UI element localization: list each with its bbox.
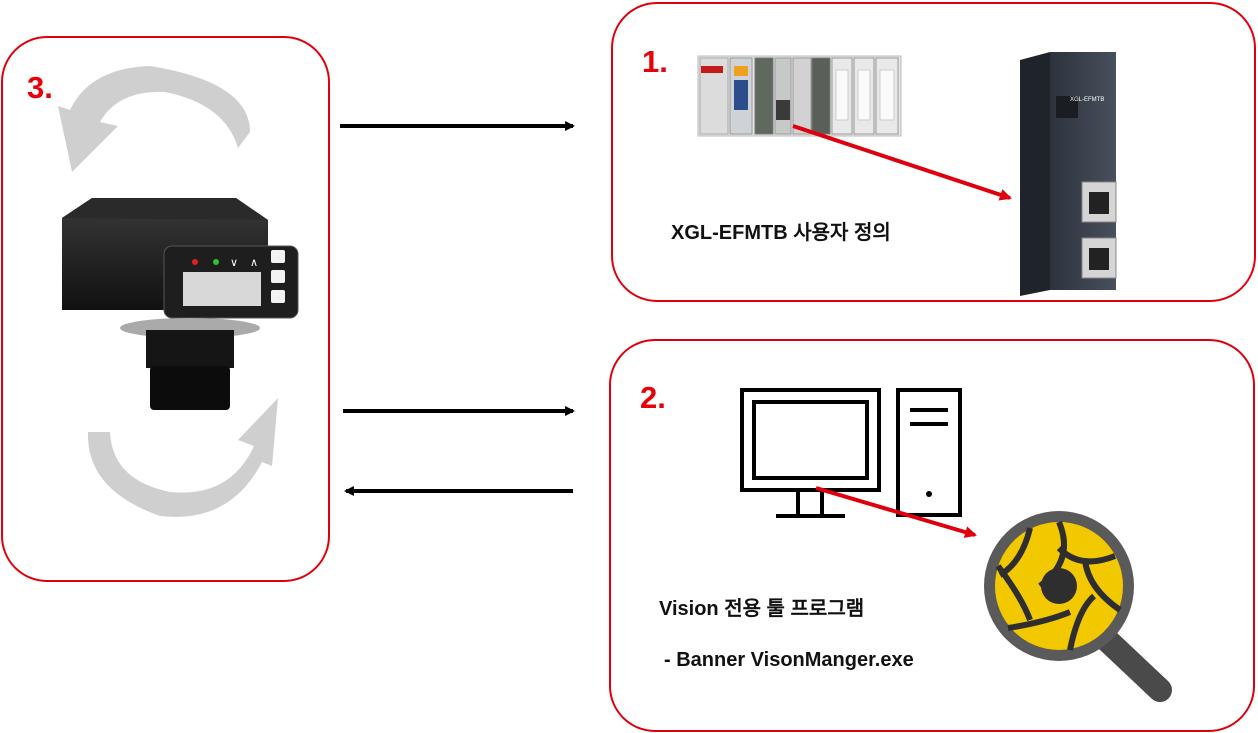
step-2-label: 2.	[640, 380, 666, 415]
red-arrow-plc-to-module	[792, 124, 1012, 201]
vision-sub-caption: - Banner VisonManger.exe	[664, 649, 914, 671]
plc-panel	[611, 2, 1256, 302]
module-label: XGL-EFMTB	[1070, 97, 1104, 103]
smart-camera-image: ∨ ∧	[62, 198, 299, 410]
cycle-arrows-icon	[58, 66, 279, 517]
step-3-label: 3.	[27, 70, 53, 105]
svg-text:∧: ∧	[250, 256, 258, 269]
ethernet-module-image: XGL-EFMTB	[1020, 52, 1117, 296]
step-1-label: 1.	[642, 44, 668, 79]
desktop-pc-icon	[740, 388, 962, 518]
svg-text:∨: ∨	[230, 256, 238, 269]
red-arrow-pc-to-tool	[815, 486, 977, 538]
plc-rack-image	[697, 55, 902, 137]
plc-caption: XGL-EFMTB 사용자 정의	[671, 222, 891, 244]
vision-magnifier-icon	[984, 511, 1172, 702]
vision-caption: Vision 전용 툴 프로그램	[659, 598, 865, 620]
